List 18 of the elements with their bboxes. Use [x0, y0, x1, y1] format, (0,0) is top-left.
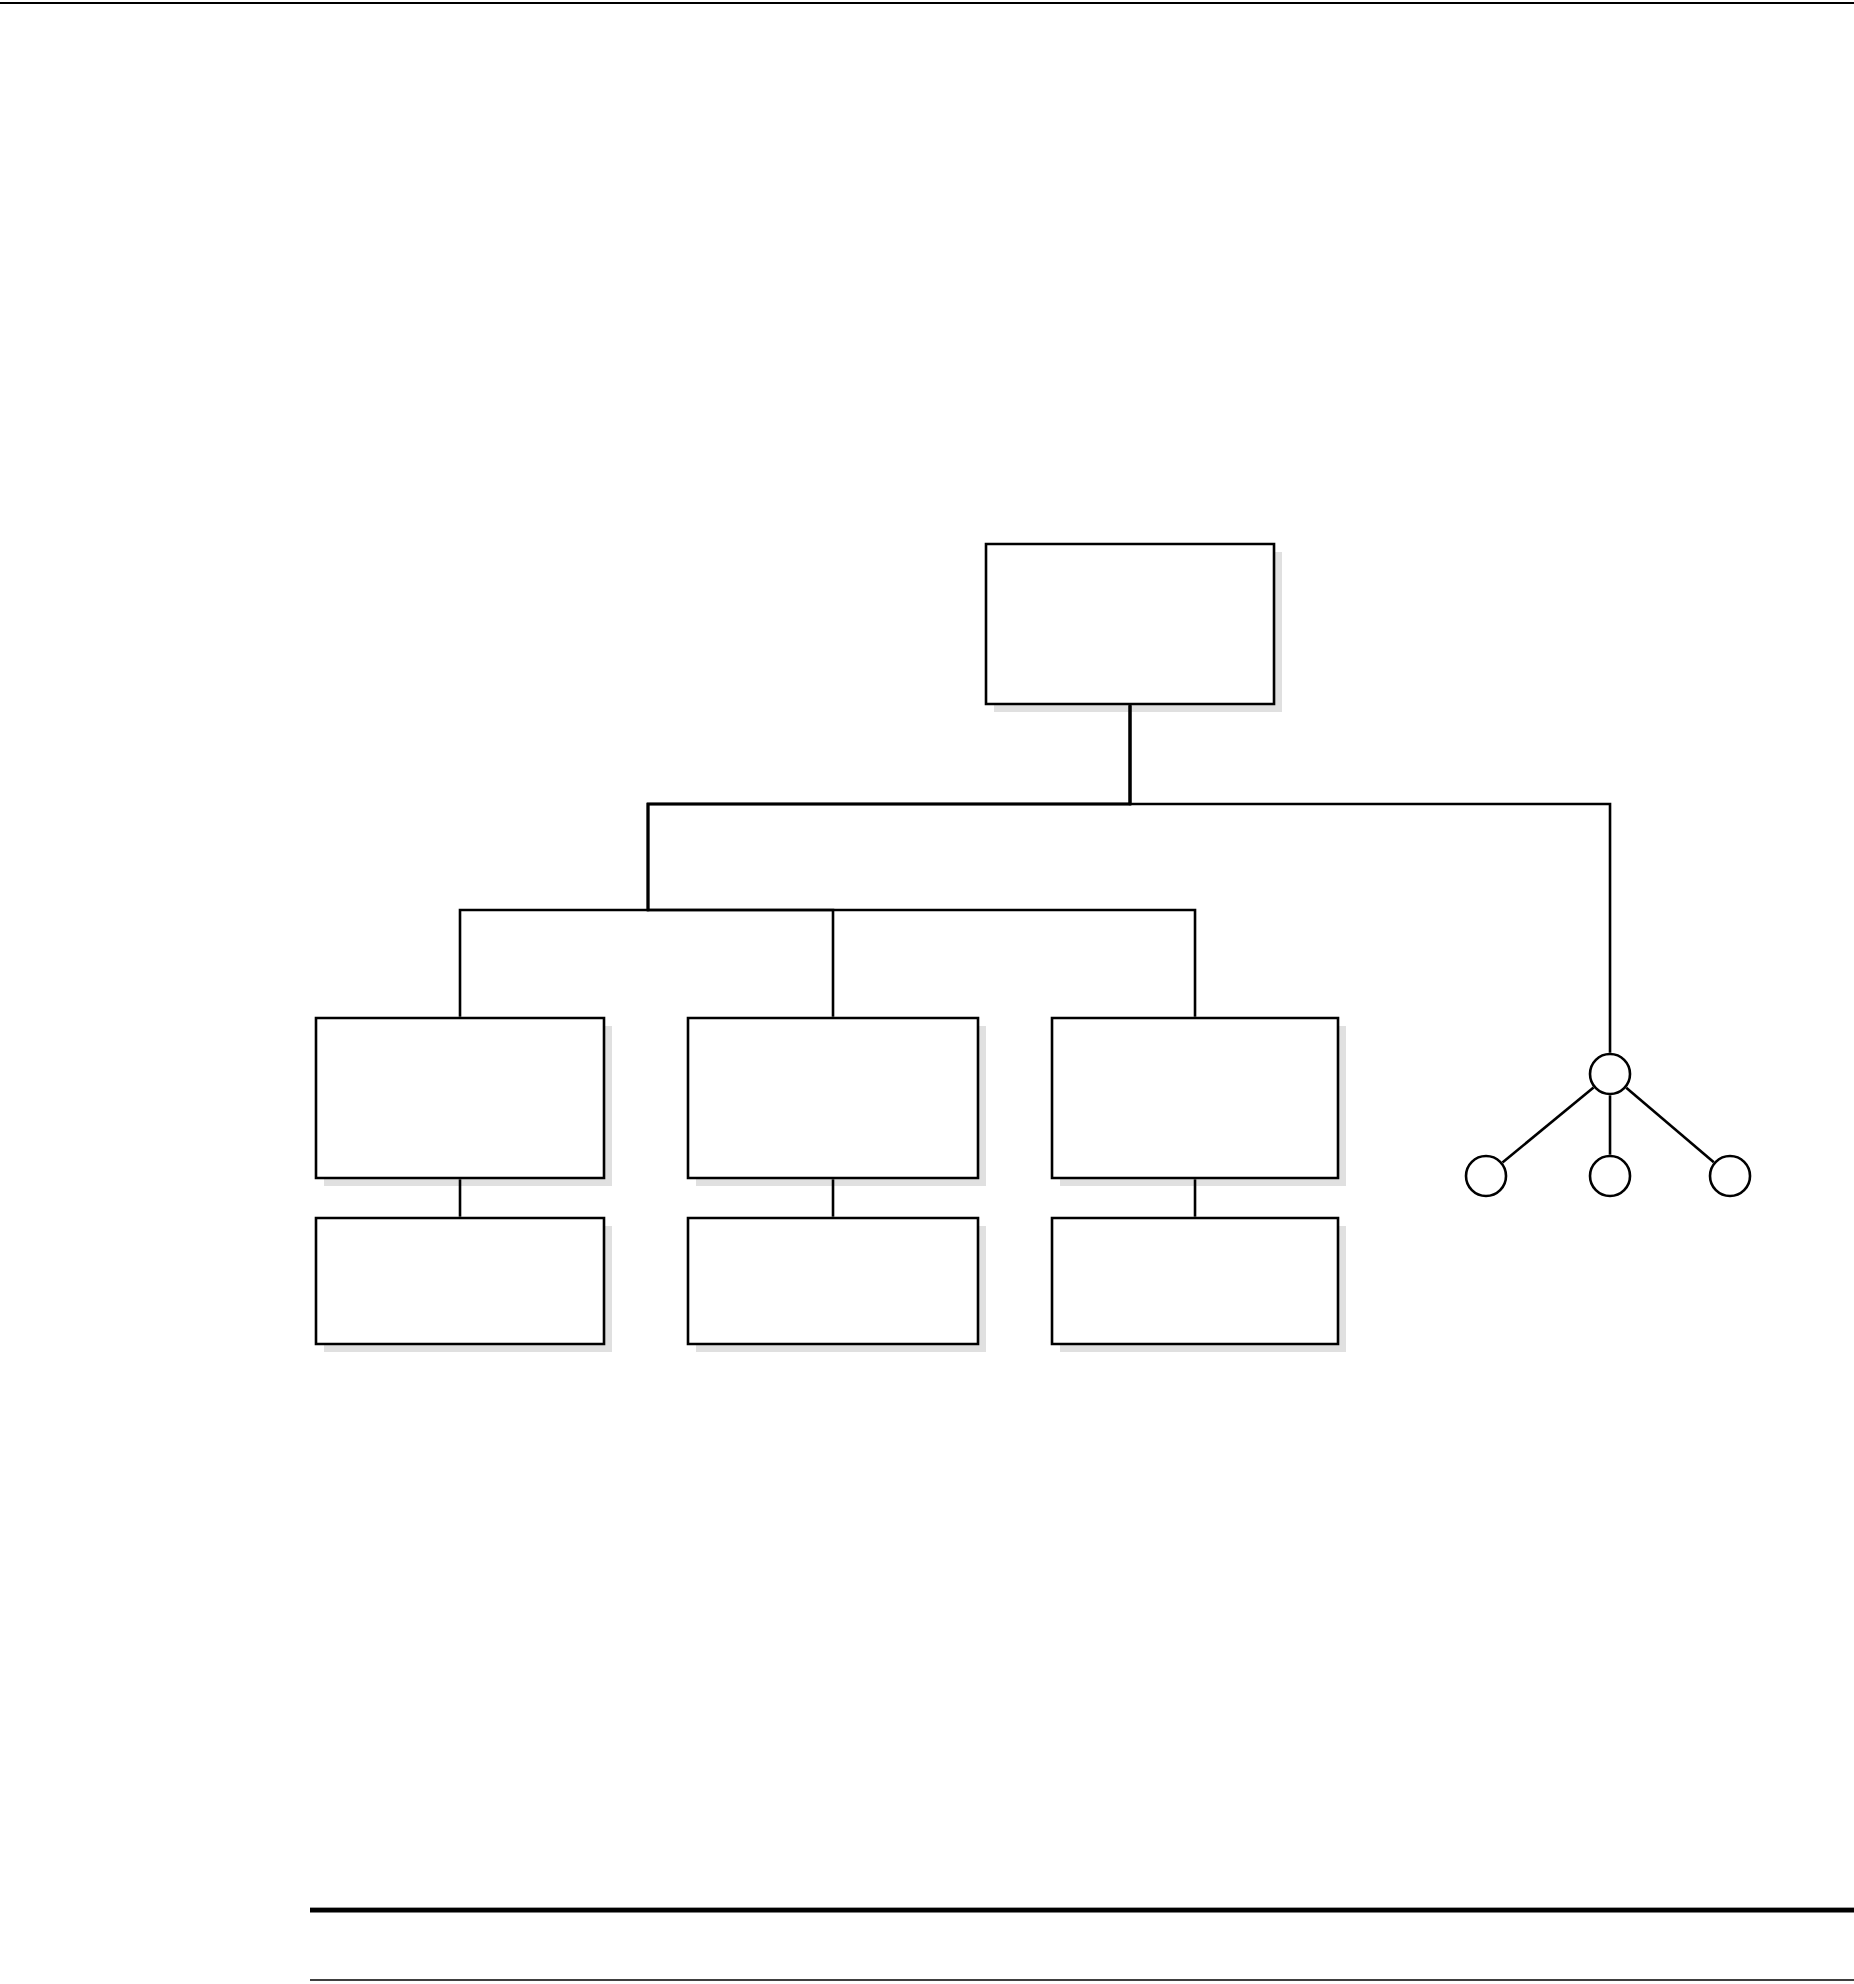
box-node	[314, 1216, 606, 1346]
circle-node	[1588, 1154, 1632, 1198]
connector-line	[1608, 1095, 1612, 1155]
connector-line	[1625, 1086, 1715, 1164]
connector-line	[831, 1179, 835, 1217]
box-node	[984, 542, 1276, 706]
circle-node	[1708, 1154, 1752, 1198]
connector-line	[1193, 1179, 1197, 1217]
connector-line	[458, 1179, 462, 1217]
box-node	[686, 1216, 980, 1346]
circle-node	[1464, 1154, 1508, 1198]
box-node	[314, 1016, 606, 1180]
box-node	[686, 1016, 980, 1180]
connector-line	[1128, 705, 1612, 1053]
circle-node	[1588, 1052, 1632, 1096]
connector-line	[1501, 1086, 1595, 1164]
box-node	[1050, 1016, 1340, 1180]
box-node	[1050, 1216, 1340, 1346]
